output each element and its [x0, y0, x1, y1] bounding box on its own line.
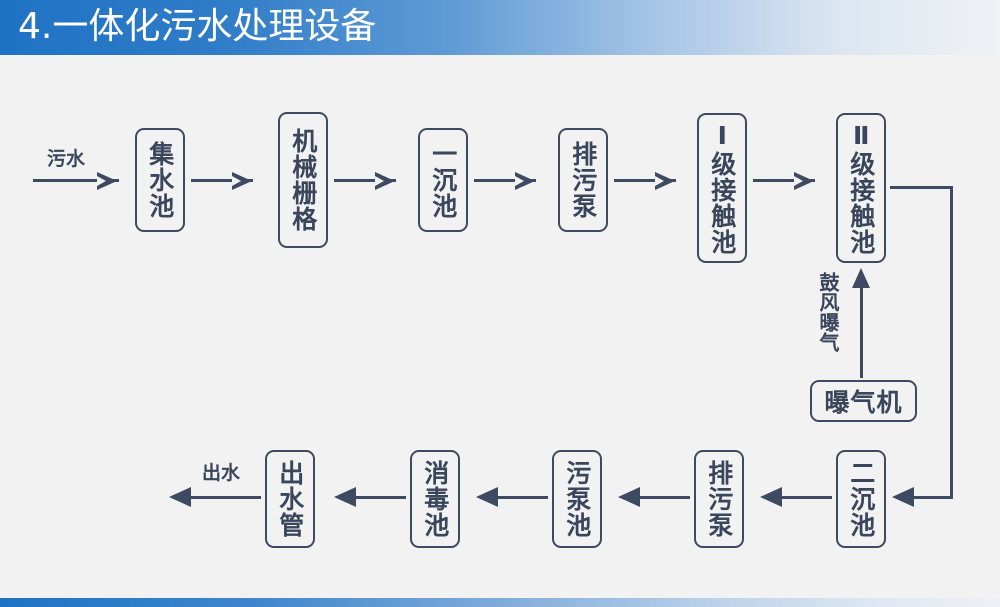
flow-node-label: 消毒池	[420, 460, 450, 538]
connector-grate-to-primary	[334, 179, 396, 182]
flow-node-label: 机械栅格	[288, 128, 318, 232]
flow-node-label: 污泵池	[562, 460, 592, 538]
arrowhead-primary-to-pump	[515, 172, 535, 190]
flow-node-label: 排污泵	[568, 141, 598, 219]
flow-node-label: 二沉池	[846, 460, 876, 538]
connector-wrap-top	[890, 186, 953, 189]
connector-pump-to-sewage-tank	[622, 496, 690, 499]
flow-node-label: 一沉池	[428, 141, 458, 219]
connector-pump-to-contact1	[614, 179, 676, 182]
arrowhead-pump-to-sewage-tank	[618, 487, 640, 507]
slide-footer-bar	[0, 598, 1000, 607]
flow-node-label: Ⅱ级接触池	[846, 121, 876, 255]
flow-node-label: 曝气机	[824, 388, 903, 417]
flow-node-contact-tank-2[interactable]: Ⅱ级接触池	[836, 113, 886, 263]
flow-node-secondary-sedimentation-tank[interactable]: 二沉池	[836, 450, 886, 548]
flow-node-primary-sedimentation-tank[interactable]: 一沉池	[418, 128, 468, 232]
flow-node-effluent-pipe[interactable]: 出水管	[265, 450, 315, 548]
connector-sewage-tank-to-disinfection	[480, 496, 548, 499]
flow-node-label: Ⅰ级接触池	[707, 121, 737, 255]
connector-primary-to-pump	[474, 179, 536, 182]
inlet-label: 污水	[47, 148, 86, 170]
flow-node-label: 集水池	[145, 141, 175, 219]
aeration-line	[860, 286, 863, 378]
flow-node-sewage-pump-bottom[interactable]: 排污泵	[694, 450, 744, 548]
aeration-arrowhead	[852, 268, 870, 288]
arrowhead-contact1-to-contact2	[794, 172, 814, 190]
arrowhead-grate-to-primary	[375, 172, 395, 190]
flow-node-mechanical-grate[interactable]: 机械栅格	[278, 112, 328, 248]
outlet-arrowhead	[169, 487, 191, 507]
flow-node-label: 出水管	[275, 460, 305, 538]
connector-wrap-right	[950, 186, 953, 498]
connector-disinfection-to-effluent	[338, 496, 406, 499]
page-title: 4.一体化污水处理设备	[18, 6, 377, 47]
slide-header-bar: 4.一体化污水处理设备	[0, 0, 1000, 55]
flow-node-label: 排污泵	[704, 460, 734, 538]
arrowhead-wrap-to-secondary	[892, 487, 914, 507]
aeration-label: 鼓风曝气	[816, 272, 840, 352]
outlet-label: 出水	[202, 462, 241, 484]
arrowhead-collection-to-grate	[232, 172, 252, 190]
flow-node-disinfection-tank[interactable]: 消毒池	[410, 450, 460, 548]
arrowhead-sewage-tank-to-disinfection	[476, 487, 498, 507]
inlet-line	[33, 179, 119, 182]
arrowhead-secondary-to-pump	[760, 487, 782, 507]
flow-node-aerator[interactable]: 曝气机	[810, 380, 917, 422]
connector-contact1-to-contact2	[753, 179, 815, 182]
connector-collection-to-grate	[191, 179, 253, 182]
connector-wrap-bottom	[913, 496, 953, 499]
arrowhead-pump-to-contact1	[655, 172, 675, 190]
flow-node-sewage-pump-tank[interactable]: 污泵池	[552, 450, 602, 548]
flow-node-collection-tank[interactable]: 集水池	[135, 128, 185, 232]
arrowhead-disinfection-to-effluent	[334, 487, 356, 507]
outlet-line	[190, 496, 261, 499]
flow-node-sewage-pump-top[interactable]: 排污泵	[558, 128, 608, 232]
flow-node-contact-tank-1[interactable]: Ⅰ级接触池	[697, 113, 747, 263]
connector-secondary-to-pump	[764, 496, 832, 499]
inlet-arrowhead	[97, 172, 117, 190]
